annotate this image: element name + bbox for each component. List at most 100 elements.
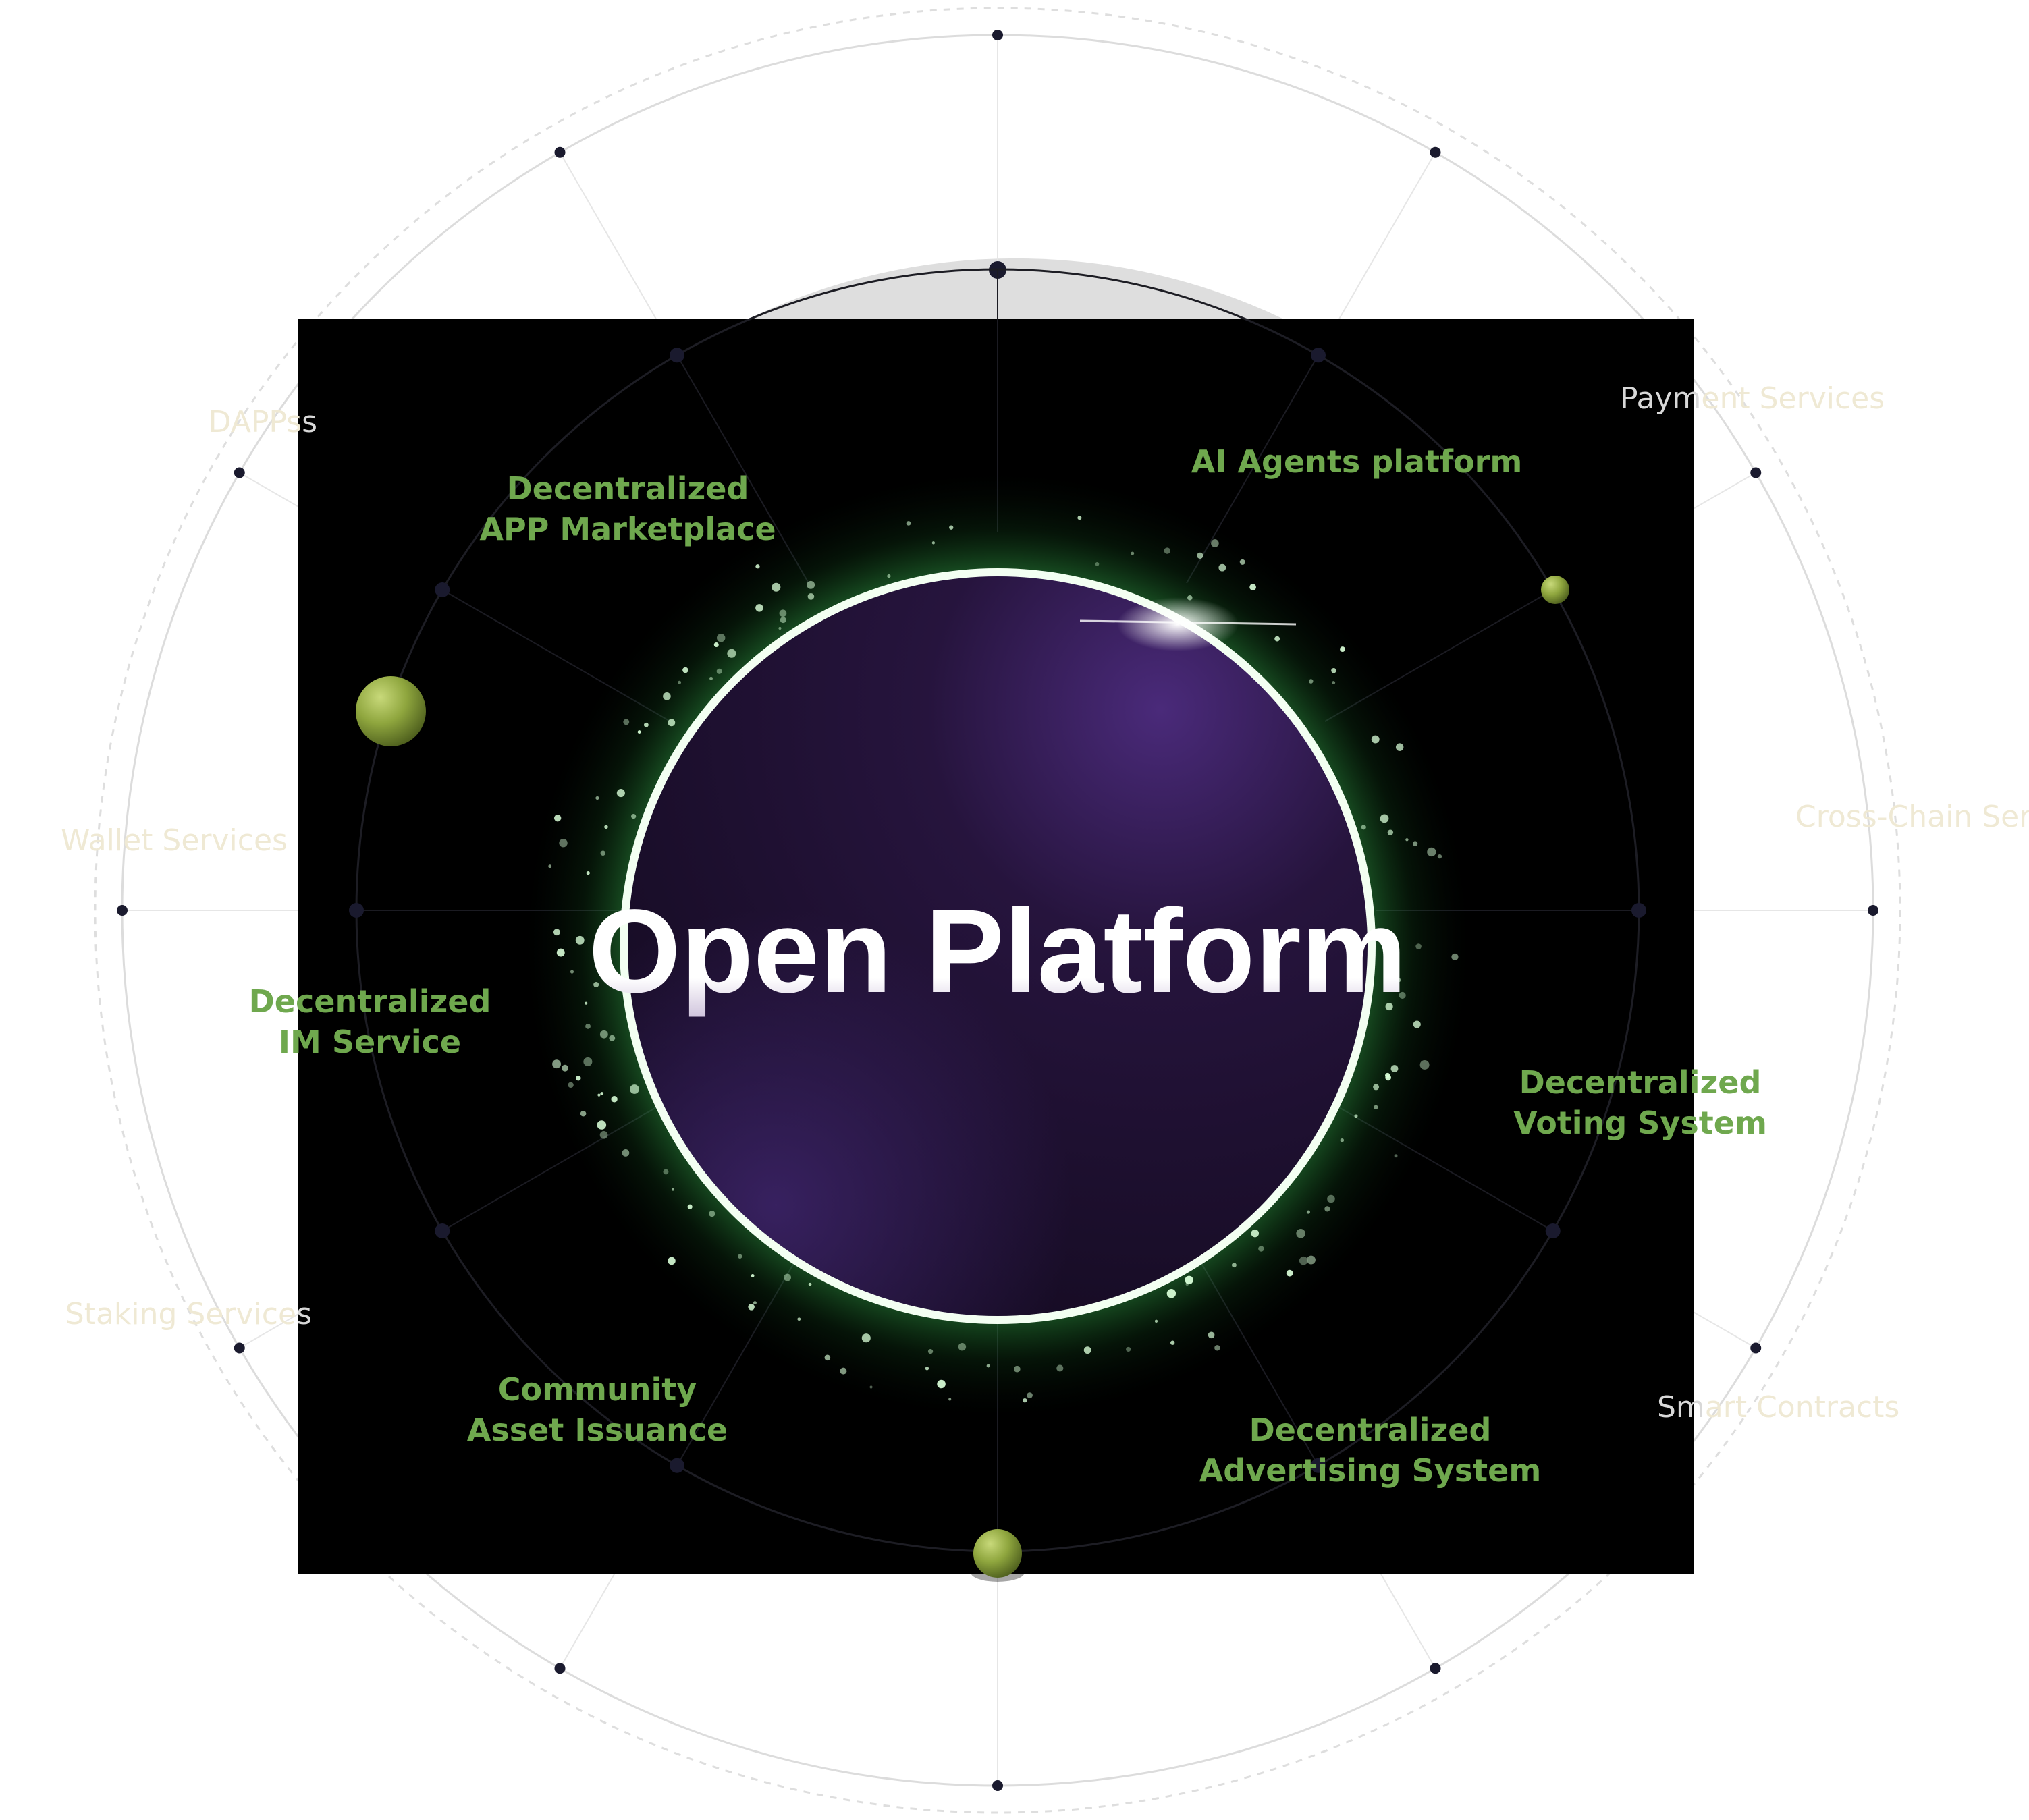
sparkle [753,1301,757,1305]
inner-node [670,1458,684,1473]
sparkle [1331,667,1336,673]
sparkle [1274,636,1280,642]
sparkle [585,1001,588,1005]
sparkle [1327,1194,1335,1203]
sparkle [927,1349,934,1354]
outer-label-visible: Paym [1620,381,1701,416]
sparkle [1340,646,1345,652]
inner-node [435,582,450,597]
sparkle [622,1149,630,1157]
sparkle [709,1210,715,1217]
sparkle [1397,978,1401,982]
sparkle [552,1059,562,1069]
sparkle [1308,679,1314,684]
sparkle [778,626,782,630]
sparkle [1214,1345,1220,1351]
label-line: Asset Issuance [467,1412,728,1448]
sparkle [1185,1275,1193,1285]
sparkle [1354,1114,1358,1118]
sparkle [568,1082,574,1088]
sparkle [1023,1398,1027,1403]
outer-node [992,1780,1003,1791]
outer-label-outer-bottom-left: Staking Services [65,1297,312,1331]
sparkle [671,1188,674,1191]
sparkle [668,719,676,727]
sparkle [948,1398,952,1401]
sparkle [1419,1059,1430,1070]
sparkle [570,970,574,974]
sparkle [931,541,936,545]
sparkle [663,692,671,700]
sparkle [1387,829,1394,835]
sparkle [1390,1065,1399,1072]
sparkle [609,1035,616,1041]
sparkle [1413,1020,1421,1028]
outer-label-faded: Staking Service [65,1297,296,1331]
outer-label-outer-right: Cross-Chain Services [1795,800,2029,834]
sparkle [717,634,726,642]
sparkle [1218,563,1226,572]
outer-label-outer-bottom-right: Smart Contracts [1657,1390,1899,1425]
sparkle [600,850,606,856]
sparkle [559,838,568,848]
outer-node [1750,1342,1762,1354]
sparkle [593,982,599,988]
label-line: APP Marketplace [479,511,776,547]
label-line: IM Service [279,1024,461,1060]
sparkle [1083,1346,1091,1354]
sparkle [1437,854,1442,859]
outer-dashed-ring [94,7,1901,1814]
sparkle [1380,814,1389,823]
sparkle [949,525,954,530]
outer-label-faded: art Contracts [1705,1390,1900,1425]
sparkle [727,649,736,658]
sparkle [1374,1105,1378,1109]
sparkle [599,1131,608,1139]
sparkle [1385,1072,1390,1078]
label-line: Decentralized [507,470,749,507]
outer-label-visible: Sm [1657,1390,1705,1425]
outer-label-faded: Wallet Services [61,823,288,858]
sparkle [751,1274,755,1277]
label-line: Decentralized [1249,1412,1492,1448]
label-line: Decentralized [249,983,491,1020]
inner-node [1545,1223,1561,1238]
sparkle [808,1282,812,1286]
label-line: Advertising System [1199,1452,1542,1489]
sparkle [553,815,562,822]
sparkle [738,1254,742,1259]
sparkle [1361,825,1366,830]
sparkle [562,1064,568,1072]
label-ai-agents: AI Agents platform [1191,443,1523,480]
sparkle [580,1111,587,1117]
sparkle [1166,1289,1176,1298]
planets [356,576,1569,1582]
outer-label-visible: s [302,405,317,439]
sparkle [1415,943,1422,949]
sparkle [611,1096,618,1103]
sparkle [1170,1340,1175,1345]
outer-node [1430,1663,1441,1674]
sparkle [600,1092,604,1095]
sparkle [678,680,682,684]
sparkle [1296,1229,1305,1238]
sparkle [713,642,719,647]
sparkle [575,935,585,945]
sparkle [1324,1206,1330,1212]
planet-small [1541,576,1569,604]
sparkle [887,574,891,578]
sparkle [553,929,560,936]
outer-node [1430,146,1441,158]
sparkle [687,1204,693,1209]
core-sphere-shade [628,576,1368,1316]
sparkle [1371,735,1380,744]
sparkle [597,1120,607,1130]
sparkle [668,1257,676,1265]
outer-label-outer-left: Wallet Services [61,823,288,858]
sparkle [556,948,565,957]
inner-node [1631,903,1646,918]
sparkle [585,1023,591,1029]
